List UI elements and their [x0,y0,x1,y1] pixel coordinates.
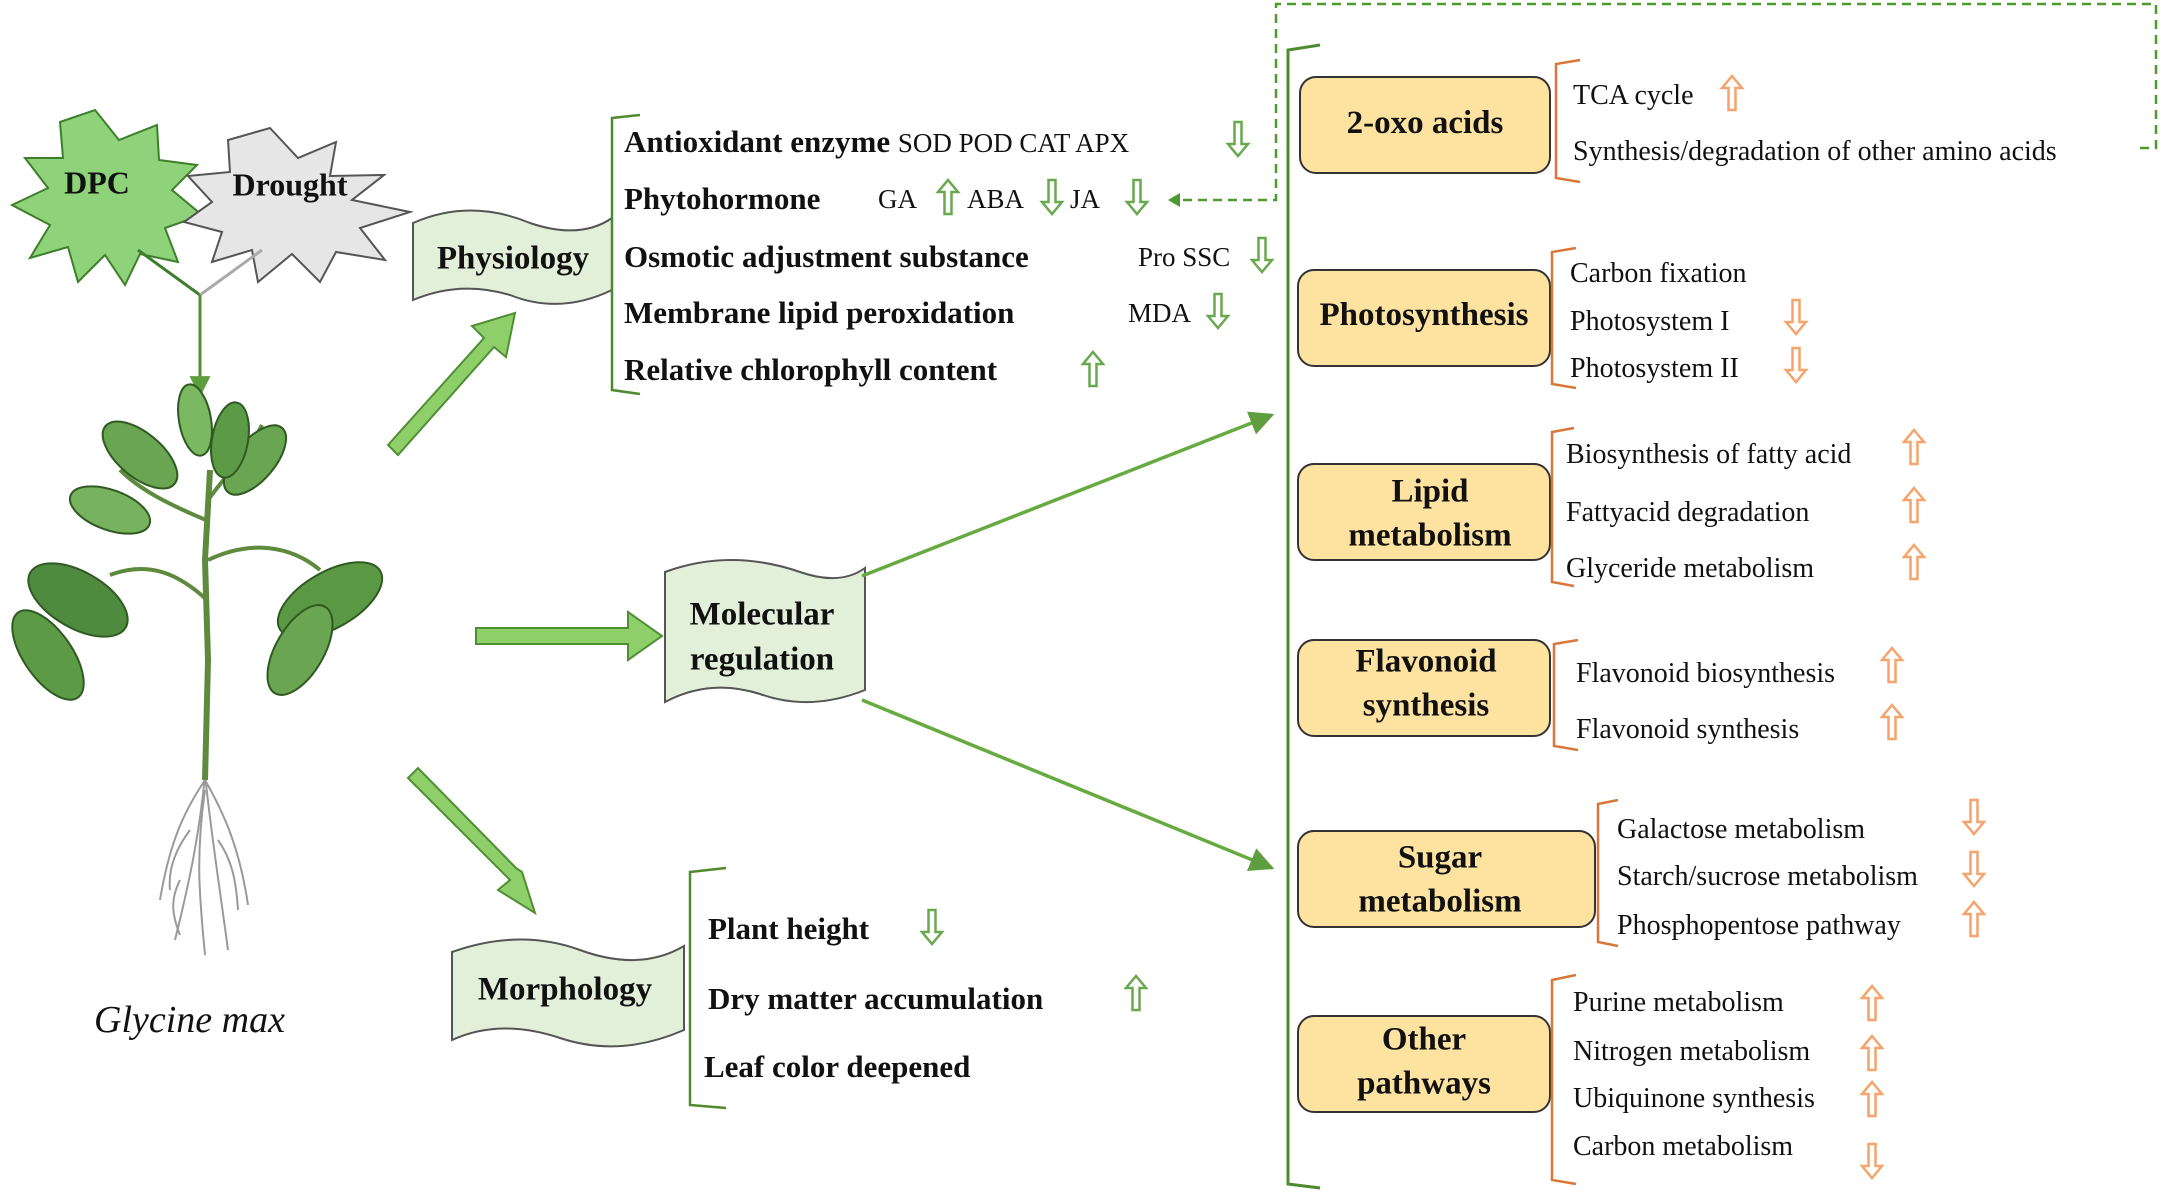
arrow-up-icon [1901,543,1927,581]
arrow-down-icon [1124,178,1150,216]
pathway-label-flavonoid: Flavonoid synthesis [1355,643,1497,723]
pathway-label-other: Other pathways [1357,1021,1491,1101]
arrow-to-molecular [475,610,664,662]
bracket-lipid [1550,426,1575,588]
phytohormone-ja: JA [1070,184,1101,214]
pathway-item: Starch/sucrose metabolism [1617,861,1918,892]
arrow-up-icon [1080,350,1106,388]
osmotic-detail: Pro SSC [1138,242,1231,272]
pathway-item: Carbon metabolism [1573,1131,1794,1162]
physiology-item-chlorophyll: Relative chlorophyll content [624,352,998,387]
feedback-arrowhead [1168,193,1180,207]
arrow-down-icon [1859,1142,1885,1180]
arrow-down-icon [1249,236,1275,274]
pathway-item: Purine metabolism [1573,987,1784,1018]
arrow-molecular-to-photosynthesis [861,411,1275,578]
pathway-item: Ubiquinone synthesis [1573,1083,1815,1114]
arrow-up-icon [1123,974,1149,1012]
bracket-sugar [1596,798,1619,948]
pathway-box-sugar [1297,830,1596,928]
morphology-item-leaf-color: Leaf color deepened [704,1049,971,1084]
morphology-item-dry-matter: Dry matter accumulation [708,981,1044,1016]
drought-starburst [181,126,414,284]
pathway-box-photosynthesis [1297,269,1551,367]
molecular-flag [664,559,866,704]
phytohormone-ga: GA [878,184,917,214]
pathway-item: TCA cycle [1573,80,1694,111]
dpc-starburst [9,108,204,288]
pathway-box-2oxo [1299,76,1551,174]
pathway-item: Glyceride metabolism [1566,553,1815,584]
molecular-label-line1: Molecular [689,596,835,633]
arrow-up-icon [1879,646,1905,684]
pathway-item: Flavonoid synthesis [1576,714,1800,745]
species-label: Glycine max [94,999,285,1041]
arrow-down-icon [1205,292,1231,330]
pathway-box-flavonoid [1297,639,1551,737]
pathway-item: Nitrogen metabolism [1573,1036,1811,1067]
arrow-down-icon [1783,346,1809,384]
pathway-item: Galactose metabolism [1617,814,1866,845]
phytohormone-aba: ABA [967,184,1025,214]
pathway-item: Photosystem II [1570,353,1739,384]
arrow-up-icon [1901,486,1927,524]
bracket-2oxo [1554,58,1581,184]
arrow-down-icon [1225,120,1251,158]
physiology-item-membrane: Membrane lipid peroxidation [624,295,1015,330]
arrow-down-icon [1961,798,1987,836]
arrow-down-icon [919,908,945,946]
arrow-molecular-to-sugar [861,698,1275,871]
morphology-flag [451,938,685,1048]
soybean-plant-illustration [11,383,384,956]
pathway-item: Phosphopentose pathway [1617,910,1901,941]
physiology-item-phytohormone: Phytohormone [624,181,821,216]
pathway-label-photosynthesis: Photosynthesis [1319,297,1529,334]
pathway-item: Biosynthesis of fatty acid [1566,439,1852,470]
dpc-label: DPC [64,164,130,201]
pathway-label-lipid: Lipid metabolism [1348,473,1512,553]
arrow-to-morphology [406,766,537,916]
arrow-up-icon [1901,428,1927,466]
pathway-box-lipid [1297,463,1551,561]
physiology-bracket [610,113,641,396]
connector-drought [199,248,263,297]
arrow-up-icon [1859,1034,1885,1072]
arrow-up-icon [1879,703,1905,741]
bracket-photosynthesis [1550,246,1577,390]
molecular-label-line2: regulation [689,641,835,677]
arrow-down-icon [1783,298,1809,336]
feedback-dashed-line [1170,2,2158,202]
morphology-bracket [688,866,727,1110]
bracket-other [1550,973,1577,1186]
pathways-main-bracket [1286,43,1321,1190]
arrow-up-icon [1961,900,1987,938]
arrow-up-icon [935,178,961,216]
connector-dpc [137,248,201,297]
pathway-label-2oxo: 2-oxo acids [1346,105,1504,142]
pathway-box-other [1297,1015,1551,1113]
pathway-item: Synthesis/degradation of other amino aci… [1573,136,2057,167]
drought-label: Drought [232,166,348,203]
physiology-item-osmotic: Osmotic adjustment substance [624,239,1029,274]
arrow-up-icon [1719,74,1745,112]
morphology-label: Morphology [477,971,653,1008]
arrow-up-icon [1859,984,1885,1022]
morphology-item-height: Plant height [708,911,870,946]
molecular-label: Molecular regulation [690,592,835,681]
physiology-item-antioxidant: Antioxidant enzyme SOD POD CAT APX [624,124,1130,159]
arrow-down-icon [1039,178,1065,216]
pathway-item: Fattyacid degradation [1566,497,1810,528]
pathway-item: Photosystem I [1570,306,1730,337]
arrow-down-icon [1961,850,1987,888]
physiology-label: Physiology [436,240,590,277]
pathway-label-sugar: Sugar metabolism [1358,839,1522,919]
bracket-flavonoid [1552,638,1579,752]
pathway-item: Flavonoid biosynthesis [1576,658,1836,689]
pathway-item: Carbon fixation [1570,258,1747,289]
arrow-to-physiology [386,311,517,457]
membrane-detail: MDA [1128,298,1192,328]
arrow-up-icon [1859,1080,1885,1118]
